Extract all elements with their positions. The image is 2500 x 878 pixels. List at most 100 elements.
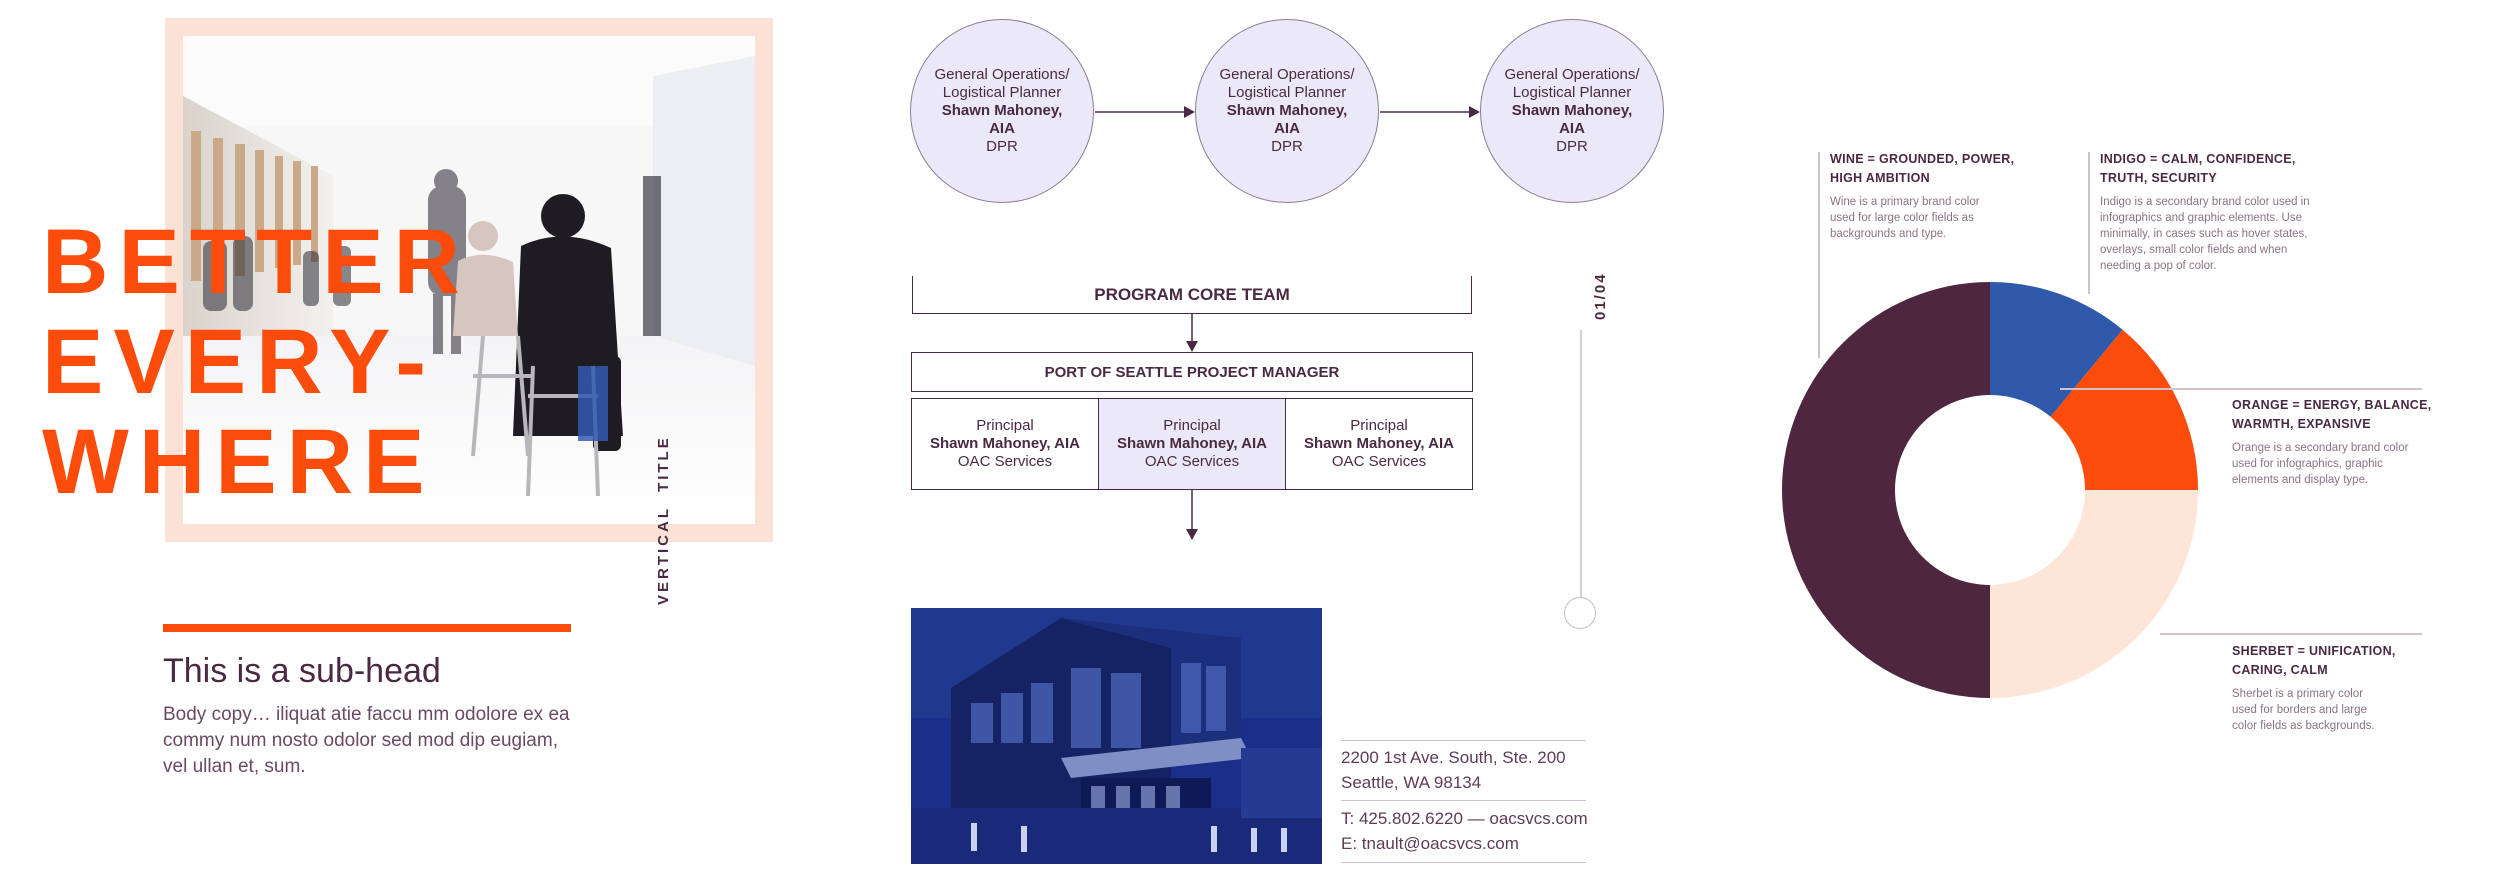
donut-segment-wine <box>1782 282 1990 698</box>
principal-box: Principal Shawn Mahoney, AIA OAC Service… <box>1285 398 1473 490</box>
divider <box>1341 740 1586 741</box>
color-donut <box>1782 282 2198 698</box>
planner-role: Logistical Planner <box>1512 84 1632 101</box>
planner-org: DPR <box>1271 138 1303 155</box>
flow-arrow-right <box>1095 107 1195 117</box>
legend-title-line: WARMTH, EXPANSIVE <box>2232 417 2371 431</box>
planner-role: Logistical Planner <box>942 84 1062 101</box>
flow-arrow-down <box>1187 314 1197 352</box>
core-team-bracket: PROGRAM CORE TEAM <box>912 276 1472 314</box>
principal-box-highlighted: Principal Shawn Mahoney, AIA OAC Service… <box>1098 398 1286 490</box>
legend-desc-line: infographics and graphic elements. Use <box>2100 212 2303 224</box>
planner-name: AIA <box>989 120 1015 137</box>
legend-title-line: TRUTH, SECURITY <box>2100 171 2217 185</box>
legend-desc-line: used for borders and large <box>2232 704 2367 716</box>
legend-title: INDIGO = CALM, CONFIDENCE, TRUTH, SECURI… <box>2100 150 2360 188</box>
planner-name: AIA <box>1559 120 1585 137</box>
legend-title-line: WINE = GROUNDED, POWER, <box>1830 152 2015 166</box>
principal-name: Shawn Mahoney, AIA <box>929 435 1080 452</box>
planner-org: DPR <box>986 138 1018 155</box>
principal-name: Shawn Mahoney, AIA <box>1116 435 1267 452</box>
legend-wine: WINE = GROUNDED, POWER, HIGH AMBITION Wi… <box>1830 150 2050 242</box>
divider <box>1341 800 1586 801</box>
legend-title-line: HIGH AMBITION <box>1830 171 1930 185</box>
lobby-photo <box>183 36 755 524</box>
planner-node: General Operations/ Logistical Planner S… <box>1195 19 1379 203</box>
timeline-knob[interactable] <box>1564 597 1596 629</box>
sub-head: This is a sub-head <box>163 652 441 690</box>
legend-desc-line: needing a pop of color. <box>2100 260 2217 272</box>
body-copy: Body copy… iliquat atie faccu mm odolore… <box>163 704 570 777</box>
headline-line: EVERY- <box>42 311 437 413</box>
principal-org: OAC Services <box>1144 453 1240 470</box>
legend-title-line: ORANGE = ENERGY, BALANCE, <box>2232 398 2432 412</box>
legend-indigo: INDIGO = CALM, CONFIDENCE, TRUTH, SECURI… <box>2100 150 2360 274</box>
address-line: 2200 1st Ave. South, Ste. 200 <box>1341 748 1566 767</box>
planner-name: Shawn Mahoney, <box>1511 102 1633 119</box>
planner-role: General Operations/ <box>934 66 1070 83</box>
principal-role: Principal <box>1163 417 1221 434</box>
planner-role: Logistical Planner <box>1227 84 1347 101</box>
headline: BETTER EVERY- WHERE <box>42 212 470 512</box>
principal-name: Shawn Mahoney, AIA <box>1303 435 1454 452</box>
legend-desc-line: elements and display type. <box>2232 474 2369 486</box>
project-manager-label: PORT OF SEATTLE PROJECT MANAGER <box>1044 363 1340 381</box>
legend-sherbet: SHERBET = UNIFICATION, CARING, CALM Sher… <box>2232 642 2452 734</box>
legend-description: Sherbet is a primary color used for bord… <box>2232 686 2452 734</box>
legend-title-line: SHERBET = UNIFICATION, <box>2232 644 2396 658</box>
planner-role: General Operations/ <box>1219 66 1355 83</box>
principal-role: Principal <box>976 417 1034 434</box>
vertical-title: VERTICAL TITLE <box>655 435 672 605</box>
legend-title: ORANGE = ENERGY, BALANCE, WARMTH, EXPANS… <box>2232 396 2452 434</box>
legend-title-line: CARING, CALM <box>2232 663 2328 677</box>
principal-org: OAC Services <box>1331 453 1427 470</box>
donut-segment-indigo <box>1990 282 2123 417</box>
core-team-label: PROGRAM CORE TEAM <box>1094 284 1290 304</box>
legend-title: SHERBET = UNIFICATION, CARING, CALM <box>2232 642 2452 680</box>
planner-role: General Operations/ <box>1504 66 1640 83</box>
page-number: 01/04 <box>1592 272 1609 320</box>
principal-box: Principal Shawn Mahoney, AIA OAC Service… <box>911 398 1099 490</box>
planner-org: DPR <box>1556 138 1588 155</box>
legend-desc-line: backgrounds and type. <box>1830 228 1947 240</box>
legend-desc-line: Indigo is a secondary brand color used i… <box>2100 196 2310 208</box>
legend-desc-line: Wine is a primary brand color <box>1830 196 1980 208</box>
legend-desc-line: used for infographics, graphic <box>2232 458 2383 470</box>
legend-title: WINE = GROUNDED, POWER, HIGH AMBITION <box>1830 150 2050 188</box>
address-line: Seattle, WA 98134 <box>1341 773 1482 792</box>
donut-segment-sherbet <box>1990 490 2198 698</box>
headline-line: BETTER <box>42 211 470 313</box>
flow-arrow-down <box>1187 490 1197 540</box>
legend-desc-line: Sherbet is a primary color <box>2232 688 2364 700</box>
planner-name: Shawn Mahoney, <box>941 102 1063 119</box>
planner-node: General Operations/ Logistical Planner S… <box>910 19 1094 203</box>
leader-line <box>2160 633 2422 635</box>
planner-name: Shawn Mahoney, <box>1226 102 1348 119</box>
principal-org: OAC Services <box>957 453 1053 470</box>
legend-orange: ORANGE = ENERGY, BALANCE, WARMTH, EXPANS… <box>2232 396 2452 488</box>
legend-desc-line: minimally, in cases such as hover states… <box>2100 228 2308 240</box>
phone-line: T: 425.802.6220 — oacsvcs.com <box>1341 809 1588 828</box>
legend-desc-line: used for large color fields as <box>1830 212 1974 224</box>
legend-description: Wine is a primary brand color used for l… <box>1830 194 2050 242</box>
legend-desc-line: Orange is a secondary brand color <box>2232 442 2409 454</box>
divider <box>1341 862 1586 863</box>
project-manager-box: PORT OF SEATTLE PROJECT MANAGER <box>911 352 1473 392</box>
leader-line <box>2060 388 2422 390</box>
headline-line: WHERE <box>42 411 435 513</box>
timeline-line <box>1580 330 1582 598</box>
email-line: E: tnault@oacsvcs.com <box>1341 834 1519 853</box>
donut-segment-orange <box>2050 329 2198 490</box>
legend-title-line: INDIGO = CALM, CONFIDENCE, <box>2100 152 2296 166</box>
building-photo <box>911 608 1322 864</box>
photo-frame <box>165 18 773 542</box>
legend-description: Indigo is a secondary brand color used i… <box>2100 194 2360 274</box>
legend-description: Orange is a secondary brand color used f… <box>2232 440 2452 488</box>
planner-node: General Operations/ Logistical Planner S… <box>1480 19 1664 203</box>
principal-role: Principal <box>1350 417 1408 434</box>
accent-rule <box>163 624 571 632</box>
leader-line <box>1818 152 1820 358</box>
leader-line <box>2088 152 2090 294</box>
legend-desc-line: overlays, small color fields and when <box>2100 244 2288 256</box>
planner-name: AIA <box>1274 120 1300 137</box>
